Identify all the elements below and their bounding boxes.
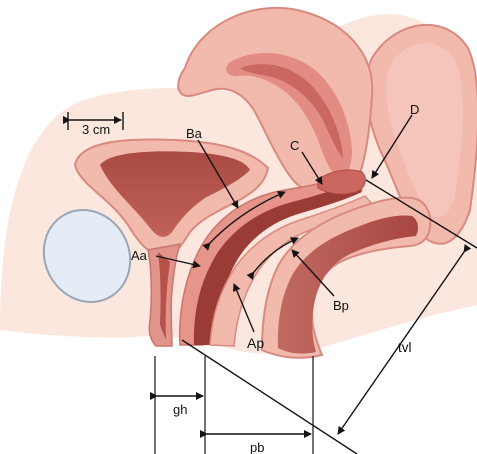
- label-d: D: [410, 102, 419, 117]
- label-pb: pb: [250, 440, 264, 454]
- label-ba: Ba: [186, 126, 203, 141]
- label-ap: Ap: [247, 335, 264, 351]
- label-tvl: tvl: [398, 340, 412, 355]
- label-c: C: [290, 138, 299, 153]
- scale-label: 3 cm: [82, 122, 110, 137]
- perineal-baseline: [182, 340, 357, 454]
- label-aa: Aa: [131, 248, 148, 263]
- label-gh: gh: [173, 402, 187, 417]
- label-bp: Bp: [333, 298, 349, 313]
